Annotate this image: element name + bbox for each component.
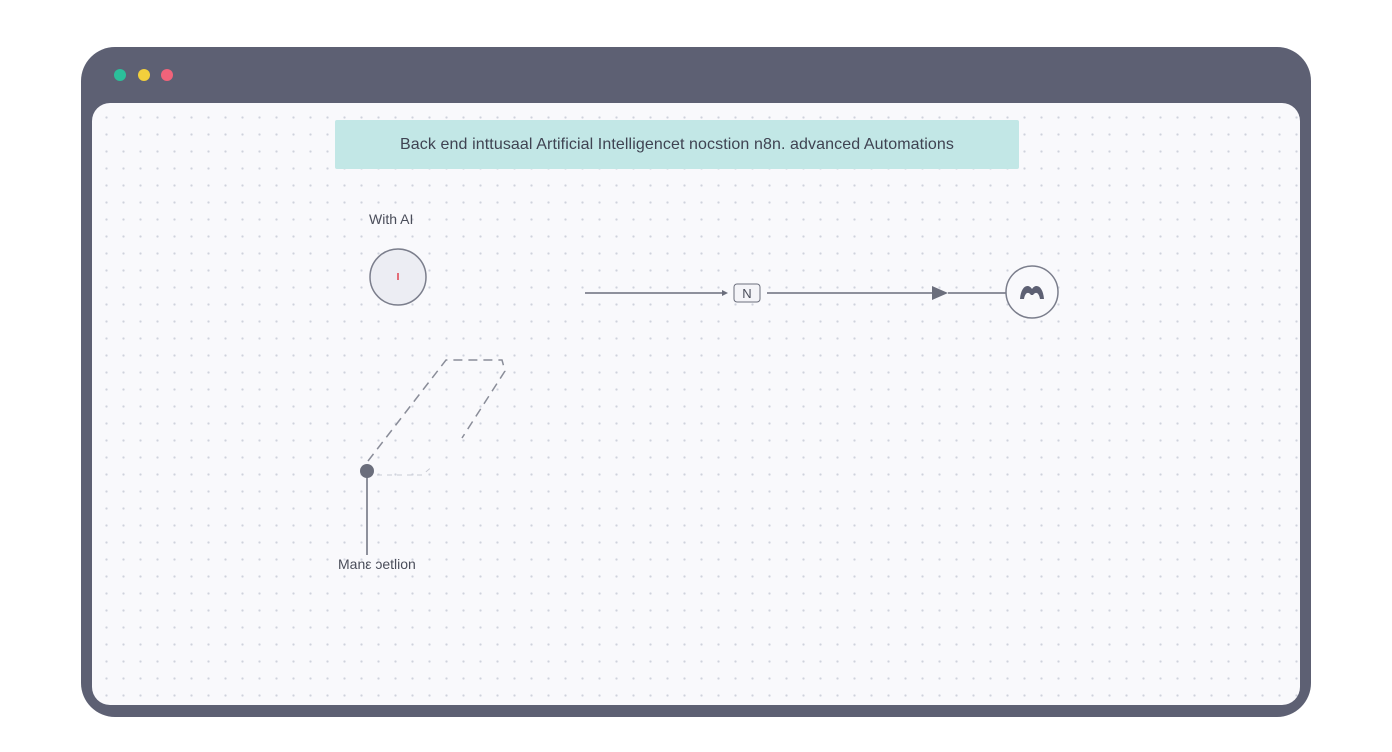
- ai-node[interactable]: [369, 248, 427, 306]
- n8n-badge-text: N: [742, 286, 751, 301]
- window-minimize-button[interactable]: [138, 69, 150, 81]
- flow-arrowhead-small: [722, 290, 728, 296]
- manual-label: Manε ɔetlion: [338, 556, 416, 572]
- app-window: Back end inttusaal Artificial Intelligen…: [81, 47, 1311, 717]
- banner-text: Back end inttusaal Artificial Intelligen…: [400, 135, 954, 153]
- automation-icon: [1020, 286, 1044, 299]
- manual-anchor-point[interactable]: [360, 464, 374, 478]
- window-titlebar: [81, 47, 1311, 103]
- workflow-canvas[interactable]: Back end inttusaal Artificial Intelligen…: [92, 103, 1300, 705]
- workflow-diagram: N: [360, 248, 1059, 555]
- automation-node[interactable]: [1005, 265, 1059, 319]
- window-maximize-button[interactable]: [161, 69, 173, 81]
- window-close-button[interactable]: [114, 69, 126, 81]
- title-banner: Back end inttusaal Artificial Intelligen…: [335, 120, 1019, 169]
- manual-dashed-path: [367, 359, 506, 462]
- n8n-node[interactable]: N: [733, 283, 761, 303]
- with-ai-label: With AI: [369, 211, 414, 227]
- manual-dashed-shadow: [377, 465, 434, 476]
- flow-arrowhead: [932, 286, 948, 300]
